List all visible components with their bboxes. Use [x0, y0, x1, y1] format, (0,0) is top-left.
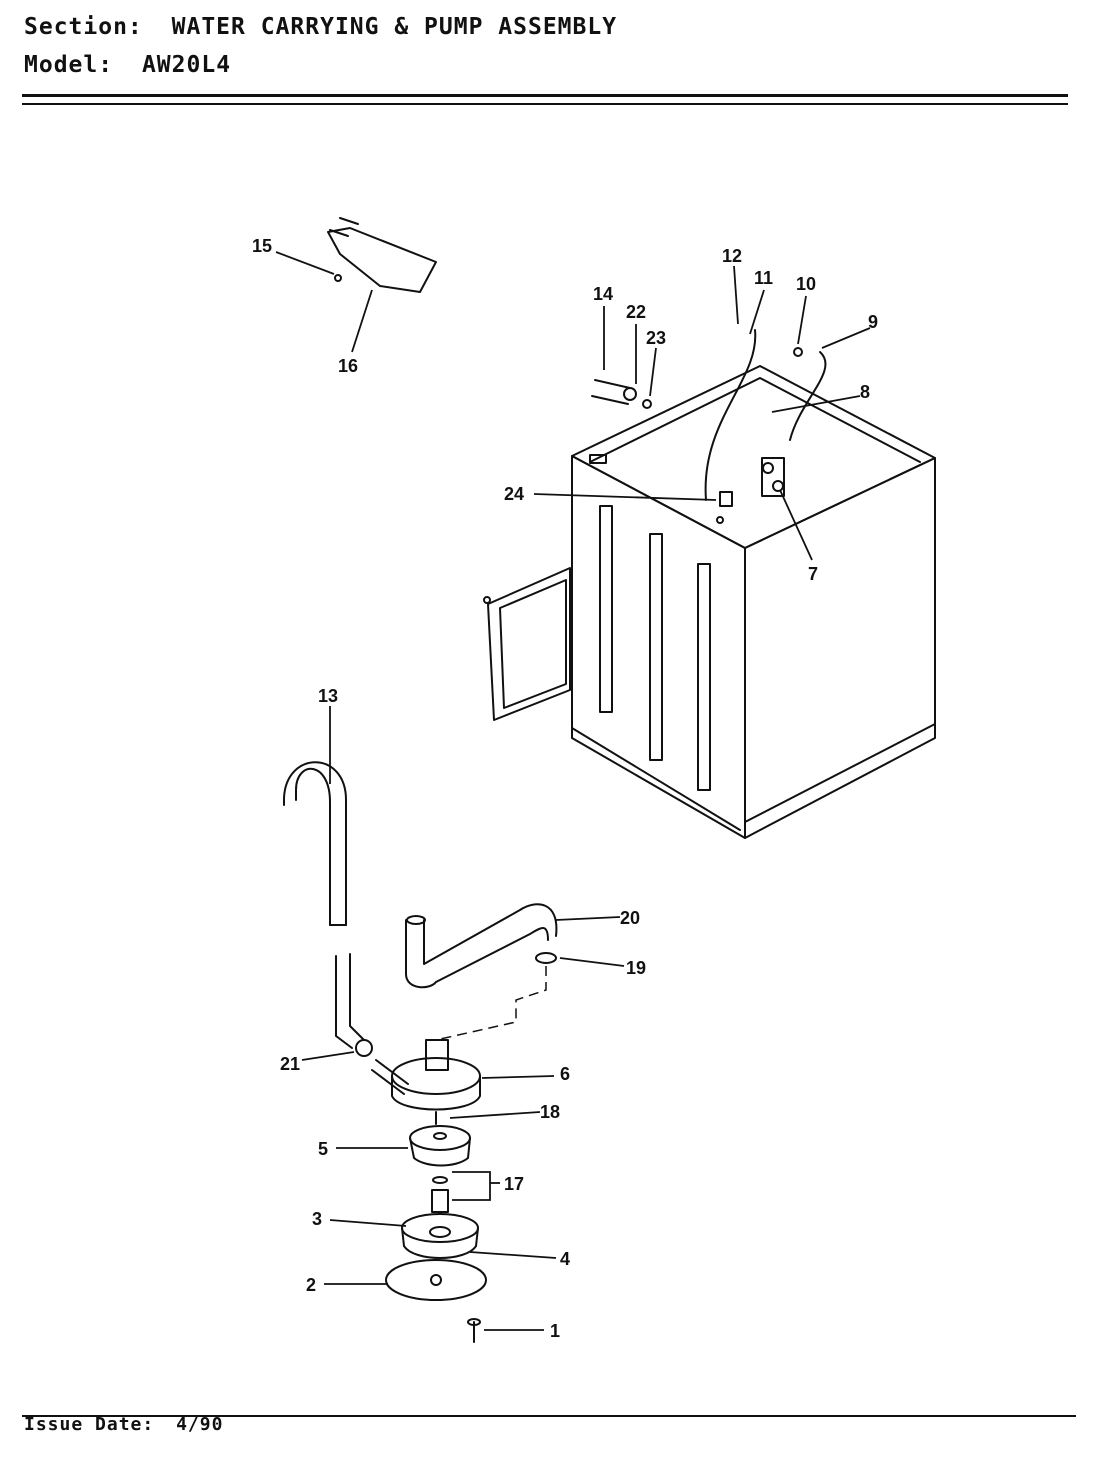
- callout-13: 13: [318, 686, 338, 706]
- callout-11: 11: [754, 268, 773, 288]
- model-label: Model:: [24, 52, 114, 78]
- header-rule-bottom: [22, 103, 1068, 105]
- drain-hose: [283, 761, 347, 926]
- seal-parts: [431, 1176, 449, 1213]
- issue-date: Issue Date: 4/90: [24, 1414, 223, 1435]
- callout-12: 12: [722, 246, 742, 266]
- pump-body: [371, 1039, 481, 1125]
- callout-21: 21: [280, 1054, 300, 1074]
- base-plate: [385, 1259, 487, 1301]
- model-heading: Model: AW20L4: [24, 52, 231, 78]
- callout-15: 15: [252, 236, 272, 256]
- callout-14: 14: [593, 284, 613, 304]
- callout-7: 7: [808, 564, 818, 584]
- callout-16: 16: [338, 356, 358, 376]
- footer-rule: [22, 1415, 1076, 1417]
- callout-18: 18: [540, 1102, 560, 1122]
- callout-6: 6: [560, 1064, 570, 1084]
- callout-23: 23: [646, 328, 666, 348]
- callout-2: 2: [306, 1275, 316, 1295]
- issue-date-value: 4/90: [176, 1414, 224, 1435]
- lower-hose: [335, 953, 373, 1057]
- pump-base: [401, 1213, 479, 1259]
- hose-bracket: [327, 217, 437, 293]
- callout-24: 24: [504, 484, 524, 504]
- leader-lines: [275, 251, 871, 1331]
- section-label: Section:: [24, 14, 143, 40]
- callout-labels: 1 2 3 4 5 6 7 8 9 10 11 12 13 14 15 16 1…: [252, 236, 878, 1341]
- model-number: AW20L4: [141, 52, 232, 78]
- callout-5: 5: [318, 1139, 328, 1159]
- header-rule-top: [22, 94, 1068, 97]
- callout-4: 4: [560, 1249, 570, 1269]
- callout-22: 22: [626, 302, 646, 322]
- pump-hose: [405, 903, 558, 1041]
- screw: [467, 1318, 481, 1343]
- callout-9: 9: [868, 312, 878, 332]
- section-title: WATER CARRYING & PUMP ASSEMBLY: [171, 14, 618, 40]
- impeller: [409, 1125, 471, 1167]
- water-valve-assembly: [704, 329, 827, 524]
- callout-8: 8: [860, 382, 870, 402]
- washer-cabinet: [483, 365, 936, 839]
- callout-3: 3: [312, 1209, 322, 1229]
- callout-20: 20: [620, 908, 640, 928]
- issue-date-label: Issue Date:: [24, 1414, 155, 1435]
- callout-10: 10: [796, 274, 816, 294]
- callout-1: 1: [550, 1321, 560, 1341]
- callout-19: 19: [626, 958, 646, 978]
- section-heading: Section: WATER CARRYING & PUMP ASSEMBLY: [24, 14, 617, 40]
- callout-17: 17: [504, 1174, 524, 1194]
- inlet-screens: [591, 379, 652, 409]
